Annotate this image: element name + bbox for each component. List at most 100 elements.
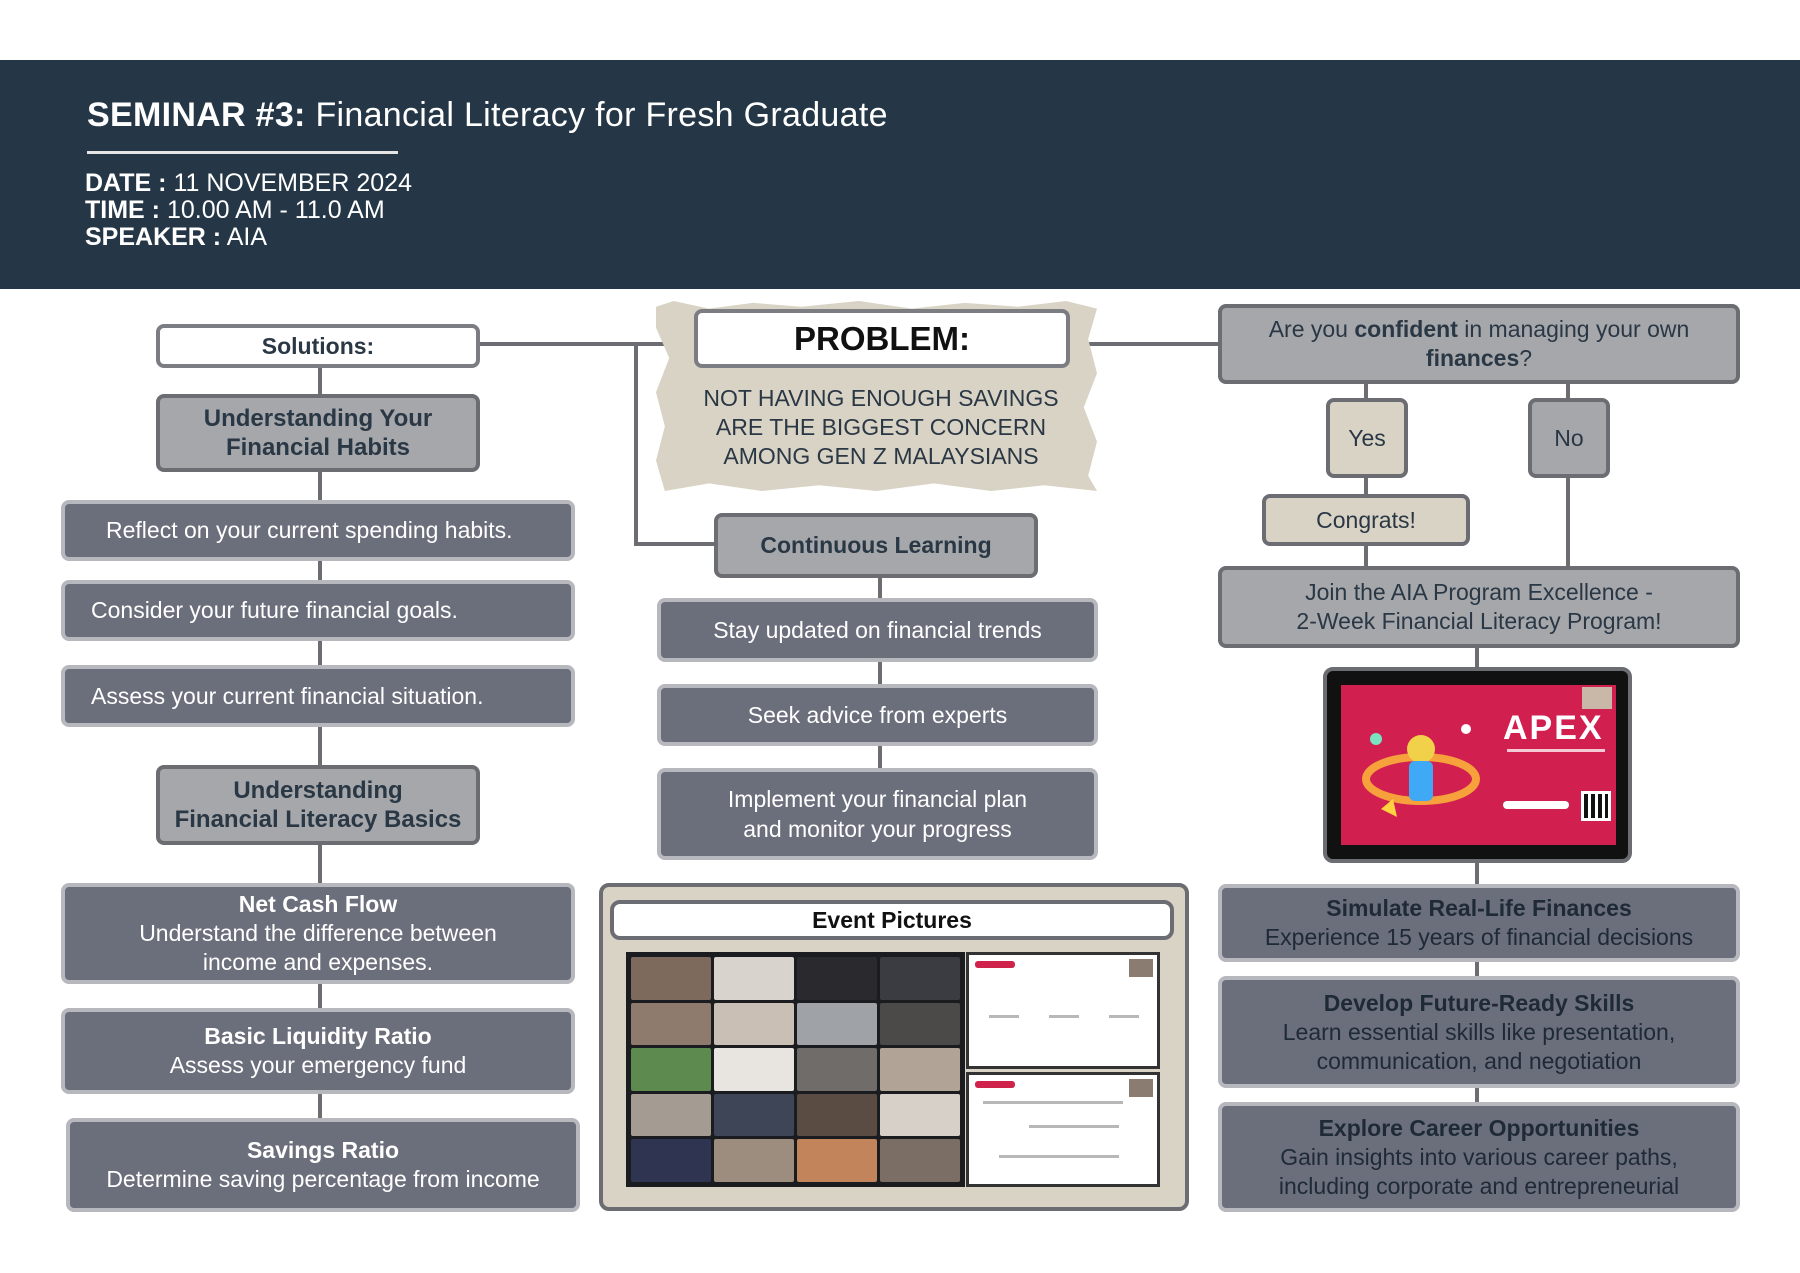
basics-title-line2: Financial Literacy Basics	[174, 806, 462, 833]
benefit-text: Learn essential skills like presentation…	[1282, 1018, 1676, 1045]
habit-item-text: Assess your current financial situation.	[91, 682, 484, 709]
benefit-heading: Develop Future-Ready Skills	[1323, 989, 1635, 1016]
zoom-call-photo	[626, 952, 965, 1187]
speaker-label: SPEAKER :	[85, 223, 222, 251]
presenter-camera	[1129, 959, 1153, 977]
learning-item-text: Implement your financial plan	[727, 786, 1028, 812]
time-label: TIME :	[85, 196, 160, 224]
question-mid: in managing your own	[1457, 316, 1690, 342]
liquidity-ratio-heading: Basic Liquidity Ratio	[204, 1023, 432, 1049]
connector-v	[1566, 476, 1570, 568]
apex-tablet-image: APEX	[1323, 667, 1632, 863]
benefit-box: Simulate Real-Life Finances Experience 1…	[1218, 884, 1740, 962]
presenter-camera	[1582, 687, 1612, 709]
net-cash-flow-heading: Net Cash Flow	[238, 891, 398, 917]
slide-text-line	[999, 1155, 1119, 1158]
yes-box: Yes	[1326, 398, 1408, 478]
benefit-heading: Explore Career Opportunities	[1318, 1114, 1640, 1141]
presentation-slide-photo	[966, 1072, 1160, 1187]
net-cash-flow-box: Net Cash Flow Understand the difference …	[61, 883, 575, 984]
habit-item: Reflect on your current spending habits.	[61, 500, 575, 561]
habit-item-text: Consider your future financial goals.	[91, 597, 458, 623]
no-label: No	[1554, 424, 1584, 451]
liquidity-ratio-box: Basic Liquidity Ratio Assess your emerge…	[61, 1008, 575, 1094]
connector-v	[1566, 384, 1570, 402]
learning-item-text: and monitor your progress	[743, 816, 1012, 842]
apex-brochure-button	[1503, 801, 1569, 809]
basics-title-line1: Understanding	[233, 777, 403, 804]
connector-problem-learning-v	[634, 342, 638, 546]
participant-tile	[631, 1139, 711, 1182]
apex-tagline	[1507, 749, 1605, 752]
savings-ratio-heading: Savings Ratio	[246, 1137, 400, 1163]
title-underline	[87, 151, 398, 154]
continuous-learning-box: Continuous Learning	[714, 513, 1038, 578]
presentation-slide-photo	[966, 952, 1160, 1069]
slide-text-line	[1049, 1015, 1079, 1018]
slide-text-line	[1029, 1125, 1119, 1128]
connector-v	[318, 368, 322, 394]
slide-header-bar	[975, 1081, 1015, 1088]
participant-tile	[797, 1002, 877, 1046]
participant-tile	[631, 1048, 711, 1091]
problem-title-box: PROBLEM:	[694, 309, 1070, 368]
slide-text-line	[1109, 1015, 1139, 1018]
question-line-2: finances?	[1269, 344, 1690, 373]
problem-line: NOT HAVING ENOUGH SAVINGS	[703, 385, 1059, 411]
event-pictures-title-box: Event Pictures	[610, 900, 1174, 940]
participant-tile	[880, 957, 960, 1000]
connector-problem-learning-h	[634, 542, 716, 546]
connector-v	[318, 472, 322, 500]
continuous-learning-title: Continuous Learning	[760, 532, 992, 558]
benefit-box: Explore Career Opportunities Gain insigh…	[1218, 1102, 1740, 1212]
seminar-number: SEMINAR #3:	[87, 96, 306, 134]
connector-v	[318, 561, 322, 583]
connector-v	[878, 746, 882, 768]
savings-ratio-text: Determine saving percentage from income	[106, 1166, 540, 1192]
question-post: ?	[1519, 345, 1533, 371]
speaker-value: AIA	[226, 223, 268, 251]
connector-v	[1364, 546, 1368, 568]
apex-logo: APEX	[1503, 709, 1604, 747]
date-label: DATE :	[85, 169, 167, 197]
no-box: No	[1528, 398, 1610, 478]
question-line-1: Are you confident in managing your own	[1269, 315, 1690, 344]
habits-title-line1: Understanding Your	[203, 405, 433, 432]
net-cash-flow-text: income and expenses.	[202, 949, 434, 975]
problem-line: ARE THE BIGGEST CONCERN	[715, 414, 1047, 440]
learning-item-text: Seek advice from experts	[747, 701, 1008, 728]
problem-line: AMONG GEN Z MALAYSIANS	[723, 443, 1039, 469]
speaker-line: SPEAKER : AIA	[85, 224, 267, 251]
connector-v	[318, 1094, 322, 1118]
participant-tile	[714, 1002, 794, 1046]
connector-v	[1475, 962, 1479, 976]
habit-item: Assess your current financial situation.	[61, 665, 575, 727]
connector-v	[318, 845, 322, 883]
connector-v	[1475, 1088, 1479, 1102]
habit-item-text: Reflect on your current spending habits.	[106, 517, 513, 543]
habit-item: Consider your future financial goals.	[61, 580, 575, 641]
benefit-box: Develop Future-Ready Skills Learn essent…	[1218, 976, 1740, 1088]
event-pictures-title: Event Pictures	[812, 906, 972, 933]
participant-tile	[714, 1093, 794, 1137]
program-line: Join the AIA Program Excellence -	[1305, 579, 1653, 605]
solutions-title-box: Solutions:	[156, 324, 480, 368]
participant-tile	[797, 957, 877, 1000]
slide-text-line	[989, 1015, 1019, 1018]
connector-v	[1364, 384, 1368, 402]
participant-tile	[714, 1048, 794, 1091]
participant-tile	[797, 1139, 877, 1182]
learning-item-text: Stay updated on financial trends	[713, 616, 1042, 643]
qr-code-icon	[1581, 791, 1611, 821]
liquidity-ratio-text: Assess your emergency fund	[169, 1052, 467, 1078]
participant-tile	[797, 1048, 877, 1091]
yes-label: Yes	[1348, 424, 1386, 451]
benefit-text: including corporate and entrepreneurial	[1278, 1172, 1680, 1199]
participant-tile	[797, 1093, 877, 1137]
presenter-camera	[1129, 1079, 1153, 1097]
connector-v	[318, 641, 322, 665]
connector-v	[1475, 862, 1479, 884]
benefit-text: communication, and negotiation	[1316, 1047, 1642, 1074]
time-line: TIME : 10.00 AM - 11.0 AM	[85, 197, 385, 224]
problem-statement: NOT HAVING ENOUGH SAVINGS ARE THE BIGGES…	[676, 384, 1086, 471]
